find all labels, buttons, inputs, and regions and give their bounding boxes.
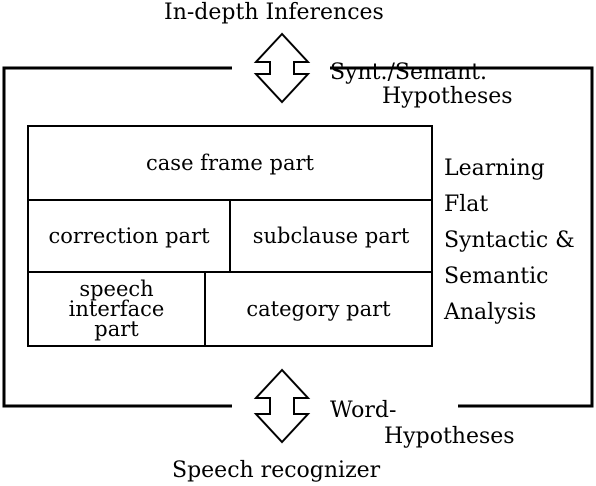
synt-semant-label: Synt./Semant.	[330, 60, 487, 85]
module-box	[27, 125, 433, 347]
subclause-part: subclause part	[252, 224, 410, 248]
case-frame-part: case frame part	[146, 151, 314, 175]
learning-line-1: Learning	[444, 156, 545, 181]
speech-interface-line-2: interface	[68, 297, 165, 321]
synt-semant-hypotheses-label: Hypotheses	[382, 84, 513, 109]
learning-line-4: Semantic	[444, 264, 549, 289]
speech-interface-line-1: speech	[79, 277, 154, 301]
category-part: category part	[246, 297, 391, 321]
double-arrow-icon	[253, 368, 311, 444]
learning-line-5: Analysis	[444, 300, 537, 325]
correction-part: correction part	[48, 224, 210, 248]
outer-frame-right	[330, 66, 594, 408]
double-arrow-icon	[253, 32, 311, 104]
top-label: In-depth Inferences	[164, 0, 384, 25]
bottom-label: Speech recognizer	[172, 458, 381, 483]
word-hypotheses-label: Hypotheses	[384, 424, 515, 449]
learning-line-3: Syntactic &	[444, 228, 575, 253]
speech-interface-line-3: part	[94, 317, 139, 341]
learning-line-2: Flat	[444, 192, 489, 217]
word-label: Word-	[330, 398, 397, 423]
outer-frame-left	[2, 66, 232, 408]
speech-interface-part: speech interface part	[28, 272, 205, 346]
